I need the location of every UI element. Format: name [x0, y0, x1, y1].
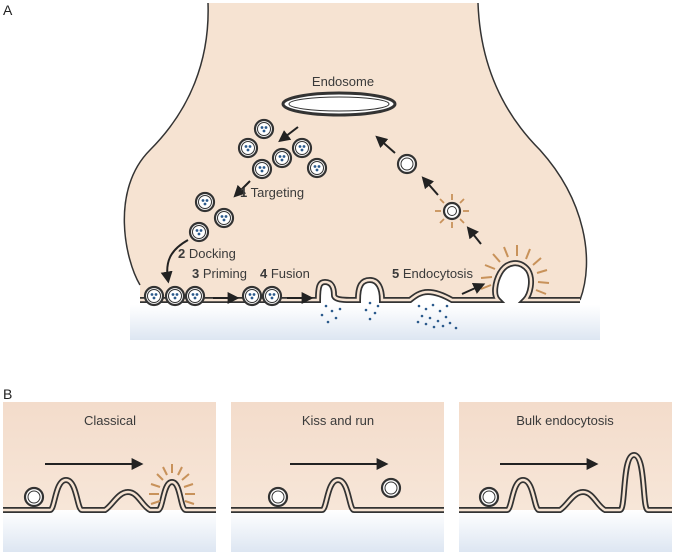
neurotransmitter-release — [320, 301, 458, 330]
endosome — [281, 91, 397, 117]
panel-b-label: B — [3, 386, 12, 402]
presynaptic-terminal — [124, 3, 587, 300]
step-3-label: 3 Priming — [192, 266, 247, 281]
recycling-vesicles — [396, 153, 469, 228]
panel-bulk-endocytosis: Bulk endocytosis — [459, 402, 672, 552]
panel-a-label: A — [3, 2, 13, 18]
panel-kiss-and-run-title: Kiss and run — [302, 413, 374, 428]
panel-classical-title: Classical — [84, 413, 136, 428]
step-5-label: 5 Endocytosis — [392, 266, 473, 281]
panel-classical: Classical — [3, 402, 216, 552]
step-1-label: 1 Targeting — [240, 185, 304, 200]
cycle-arrows — [160, 126, 486, 304]
step-2-label: 2 Docking — [178, 246, 236, 261]
panel-kiss-and-run: Kiss and run — [231, 402, 444, 552]
panel-bulk-endocytosis-title: Bulk endocytosis — [516, 413, 614, 428]
synaptic-cleft — [130, 305, 600, 340]
endosome-label: Endosome — [312, 74, 374, 89]
step-4-label: 4 Fusion — [260, 266, 310, 281]
clathrin-coat — [480, 245, 550, 295]
